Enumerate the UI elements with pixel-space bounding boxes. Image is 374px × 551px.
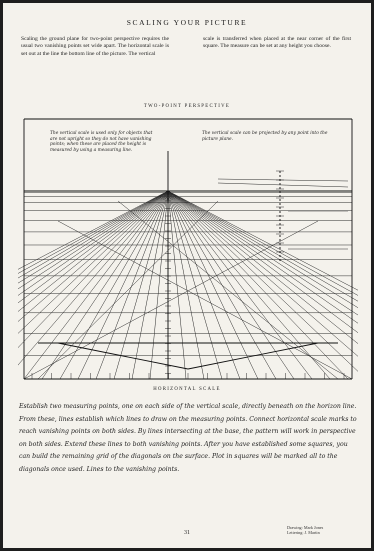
book-page: SCALING YOUR PICTURE Scaling the ground … [3,3,371,548]
perspective-ray [167,190,331,380]
perspective-ray [18,190,169,290]
perspective-ray [59,190,169,380]
perspective-ray [167,190,358,372]
perspective-ray [167,190,358,324]
diagonal-line [117,200,339,380]
diagram-note-left: The vertical scale is used only for obje… [50,131,154,154]
perspective-ray [167,190,358,296]
perspective-ray [167,190,241,380]
perspective-ray [18,190,169,334]
perspective-ray [167,190,358,344]
perspective-ray [167,190,259,380]
perspective-ray [18,190,169,304]
perspective-ray [18,190,169,284]
figure-caption-top: TWO-POINT PERSPECTIVE [143,104,231,109]
diagonal-line [23,220,319,380]
perspective-ray [18,190,169,312]
handwritten-paragraph: Establish two measuring points, one on e… [19,403,357,473]
diagonal-line [37,200,219,380]
perspective-ray [77,190,169,380]
intro-text-right: scale is transferred when placed at the … [203,36,351,50]
perspective-ray [95,190,169,380]
perspective-ray [18,190,169,274]
perspective-ray [167,190,358,316]
intro-text-left: Scaling the ground plane for two-point p… [21,36,169,57]
ground-outline [187,342,319,370]
page-number: 31 [184,530,190,536]
perspective-ray [18,190,169,279]
perspective-ray [113,190,169,380]
perspective-ray [167,190,205,380]
perspective-ray [167,190,358,309]
perspective-ray [167,190,295,380]
perspective-ray [167,190,358,334]
perspective-ray [131,190,169,380]
credit-note: Drawing: Mark Jones Lettering: J. Martin [287,525,347,536]
perspective-ray [18,190,169,296]
credit-line-1: Drawing: Mark Jones [287,525,324,530]
perspective-ray [167,190,349,380]
perspective-ray [167,190,223,380]
diagonal-line [57,220,353,380]
perspective-ray [167,190,358,357]
sky-line [217,178,349,182]
perspective-ray [18,190,169,270]
perspective-ray [18,190,169,322]
perspective-ray [167,190,313,380]
perspective-ray [149,190,169,380]
perspective-grid-diagram [18,118,358,380]
perspective-ray [18,190,169,366]
diagram-note-right: The vertical scale can be projected by a… [202,131,330,143]
sky-line [217,182,349,188]
ground-outline [57,342,189,370]
perspective-ray [41,190,169,380]
perspective-ray [167,190,358,302]
page-heading: SCALING YOUR PICTURE [126,18,248,27]
credit-line-2: Lettering: J. Martin [287,530,320,536]
perspective-ray [167,190,358,291]
figure-caption-bottom: HORIZONTAL SCALE [153,387,221,392]
perspective-ray [18,190,169,349]
